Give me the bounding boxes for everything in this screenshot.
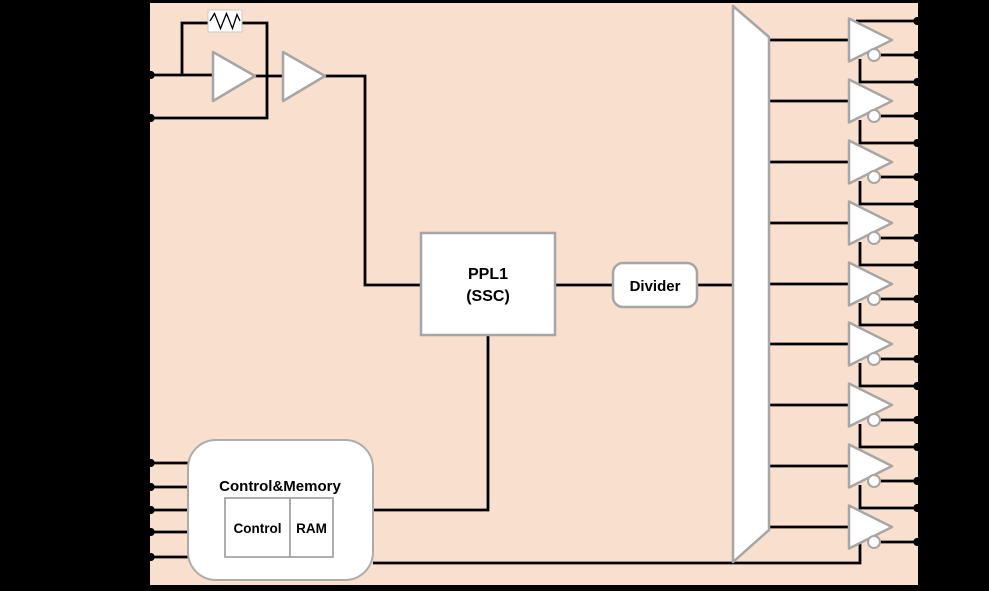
wire-osc-to-pll (325, 74, 421, 287)
divider-label: Divider (630, 278, 681, 295)
osc-buffer-icon (281, 50, 327, 103)
feedback-resistor-icon (207, 9, 243, 33)
inversion-bubble-icon (867, 413, 881, 427)
inversion-bubble-icon (867, 170, 881, 184)
wire-xtal-feedback (147, 21, 269, 120)
control-memory-title: Control&Memory (219, 478, 341, 495)
inversion-bubble-icon (867, 474, 881, 488)
pll-label-line2: (SSC) (466, 288, 510, 305)
wire-q-output (858, 59, 921, 84)
inversion-bubble-icon (867, 292, 881, 306)
inversion-bubble-icon (867, 48, 881, 62)
wire-pll-to-control (373, 335, 490, 512)
wire-q-output (858, 181, 921, 206)
resistor-zigzag (209, 11, 241, 31)
output-buffers (847, 17, 894, 550)
inversion-bubble-icon (867, 352, 881, 366)
wires (147, 19, 921, 565)
wire-q-output (858, 120, 921, 145)
ram-subblock (289, 497, 334, 558)
inversion-bubble-icon (867, 231, 881, 245)
output-buffer (847, 78, 894, 124)
control-subblock-label: Control (234, 521, 282, 536)
output-buffer (847, 200, 894, 246)
output-buffer (847, 139, 894, 185)
output-buffer (847, 443, 894, 489)
wire-q-output (858, 424, 921, 449)
output-buffer (847, 382, 894, 428)
output-buffer (847, 504, 894, 550)
wire-q-output (858, 303, 921, 327)
output-buffer (847, 321, 894, 367)
control-memory-block: Control&Memory Control RAM (187, 439, 374, 581)
output-buffer (847, 261, 894, 307)
pll-block: PPL1 (SSC) (419, 231, 557, 337)
wire-q-output (858, 485, 921, 510)
pll-label-line1: PPL1 (468, 266, 508, 283)
clock-fanout-mux (731, 4, 771, 564)
control-subblock (224, 497, 291, 558)
divider-block: Divider (611, 261, 699, 309)
wire-q-output (858, 242, 921, 267)
output-buffer-wires (769, 19, 921, 544)
wire-q-output (858, 363, 921, 388)
output-buffer (847, 17, 894, 63)
osc-inverter-icon (211, 50, 257, 103)
inversion-bubble-icon (867, 109, 881, 123)
wire-control-to-outputs (373, 543, 862, 565)
inversion-bubble-icon (867, 535, 881, 549)
ram-subblock-label: RAM (296, 521, 327, 536)
